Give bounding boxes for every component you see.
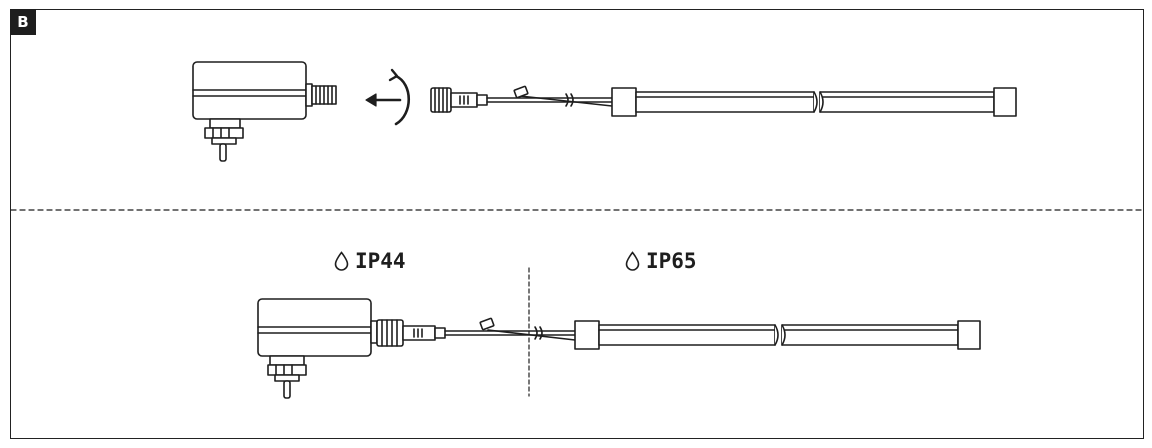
ip44-rating-label: IP44 [334, 248, 406, 273]
power-adapter-top [192, 61, 337, 162]
unscrew-rotate-arrow-icon [365, 68, 410, 126]
cable-bottom [444, 317, 576, 341]
strip-connector-top [430, 85, 613, 113]
ip65-rating-label: IP65 [625, 248, 697, 273]
water-drop-icon [334, 251, 349, 271]
led-strip-bottom [574, 320, 981, 350]
power-adapter-bottom [257, 298, 446, 399]
figure-frame [10, 9, 1144, 439]
ip44-text: IP44 [355, 249, 406, 273]
led-strip-top [611, 87, 1017, 117]
panel-letter-badge: B [10, 9, 36, 35]
ip65-text: IP65 [646, 249, 697, 273]
water-drop-icon [625, 251, 640, 271]
